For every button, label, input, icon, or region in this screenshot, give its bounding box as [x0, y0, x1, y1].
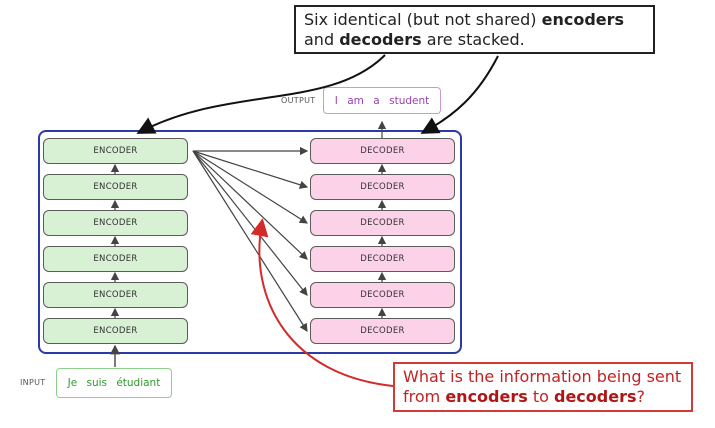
output-token: am [347, 94, 364, 107]
callout-arrow-to-decoder [420, 55, 499, 134]
encoder-block: ENCODER [43, 174, 188, 200]
input-box: Je suis étudiant [56, 368, 172, 398]
input-label: INPUT [20, 378, 46, 387]
callout-top-bold-encoders: encoders [541, 10, 625, 29]
output-token: student [389, 94, 430, 107]
encoder-decoder-arrows [192, 146, 309, 333]
callout-top: Six identical (but not shared) encoders … [294, 5, 655, 54]
output-box: I am a student [323, 87, 441, 114]
encoder-block: ENCODER [43, 210, 188, 236]
callout-bottom-bold-decoders: decoders [554, 387, 637, 406]
decoder-block: DECODER [310, 246, 455, 272]
input-token: Je [67, 377, 78, 389]
encoder-block: ENCODER [43, 318, 188, 344]
input-token: suis [86, 377, 108, 389]
decoder-block: DECODER [310, 318, 455, 344]
decoder-block: DECODER [310, 210, 455, 236]
callout-top-bold-decoders: decoders [339, 30, 422, 49]
input-token: étudiant [116, 377, 161, 389]
output-token: a [373, 94, 380, 107]
output-label: OUTPUT [281, 96, 316, 105]
callout-arrow-red [250, 218, 394, 387]
decoder-block: DECODER [310, 138, 455, 164]
output-token: I [334, 94, 338, 107]
encoder-block: ENCODER [43, 282, 188, 308]
encoder-block: ENCODER [43, 246, 188, 272]
encoder-block: ENCODER [43, 138, 188, 164]
callout-arrow-to-encoder [136, 54, 386, 134]
decoder-block: DECODER [310, 174, 455, 200]
callout-bottom: What is the information being sent from … [393, 362, 693, 412]
decoder-block: DECODER [310, 282, 455, 308]
callout-bottom-bold-encoders: encoders [445, 387, 528, 406]
stack-frame [38, 130, 462, 354]
